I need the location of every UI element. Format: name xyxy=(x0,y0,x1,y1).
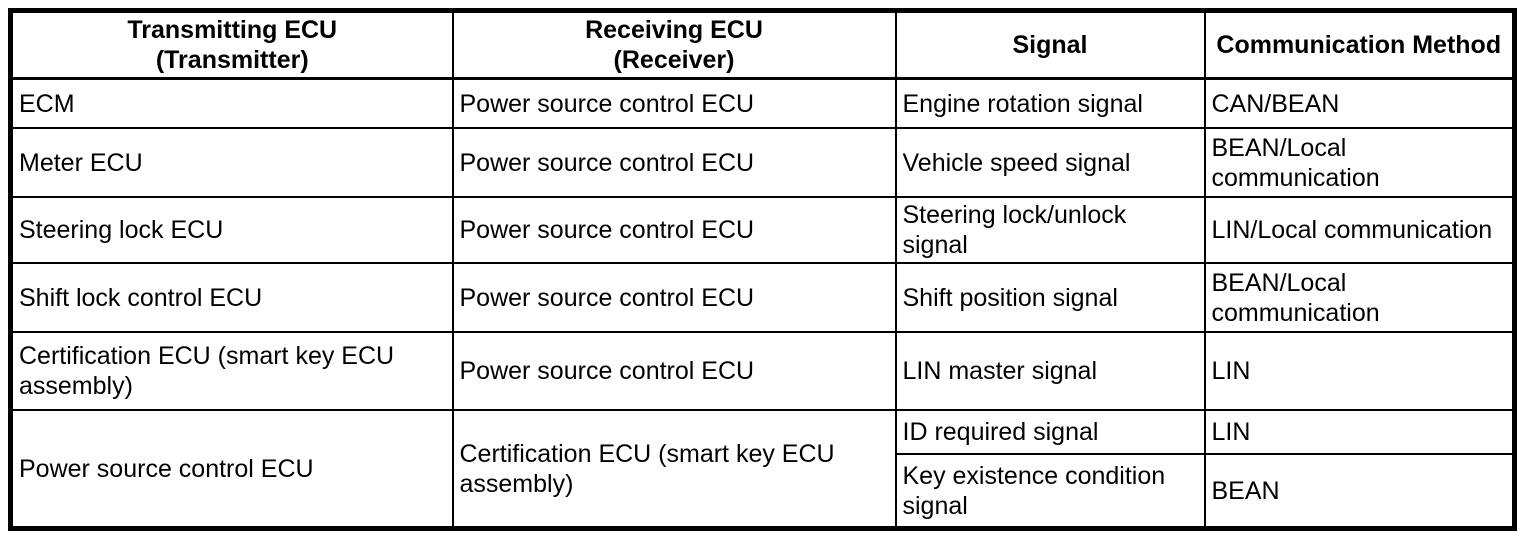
table-row-meter-ecu: Meter ECU Power source control ECU Vehic… xyxy=(9,127,1516,198)
cell-transmitter: Shift lock control ECU xyxy=(9,262,454,333)
header-row: Transmitting ECU (Transmitter) Receiving… xyxy=(9,9,1516,80)
table-row-certification-ecu: Certification ECU (smart key ECU assembl… xyxy=(9,331,1516,411)
table-row-ecm: ECM Power source control ECU Engine rota… xyxy=(9,77,1516,129)
table-row-power-source-control-ecu-sub1: Power source control ECU Certification E… xyxy=(9,409,1516,530)
cell-transmitter: ECM xyxy=(9,77,454,129)
cell-receiver: Power source control ECU xyxy=(451,262,897,333)
cell-signal: ID required signal xyxy=(894,409,1206,455)
cell-method: BEAN xyxy=(1203,453,1516,530)
cell-transmitter: Steering lock ECU xyxy=(9,196,454,264)
cell-signal: LIN master signal xyxy=(894,331,1206,411)
cell-receiver: Power source control ECU xyxy=(451,331,897,411)
cell-signal: Key existence condition signal xyxy=(894,453,1206,530)
header-communication-method: Communication Method xyxy=(1203,9,1516,80)
cell-receiver: Certification ECU (smart key ECU assembl… xyxy=(451,409,897,530)
table-row-steering-lock-ecu: Steering lock ECU Power source control E… xyxy=(9,196,1516,264)
cell-signal: Vehicle speed signal xyxy=(894,127,1206,198)
cell-transmitter: Power source control ECU xyxy=(9,409,454,530)
cell-signal: Engine rotation signal xyxy=(894,77,1206,129)
cell-receiver: Power source control ECU xyxy=(451,196,897,264)
header-receiving-ecu: Receiving ECU (Receiver) xyxy=(451,9,897,80)
cell-method: LIN xyxy=(1203,409,1516,455)
cell-signal: Steering lock/unlock signal xyxy=(894,196,1206,264)
cell-method: LIN xyxy=(1203,331,1516,411)
cell-method: CAN/BEAN xyxy=(1203,77,1516,129)
cell-transmitter: Certification ECU (smart key ECU assembl… xyxy=(9,331,454,411)
header-signal: Signal xyxy=(894,9,1206,80)
cell-method: BEAN/Local communication xyxy=(1203,127,1516,198)
header-transmitting-ecu: Transmitting ECU (Transmitter) xyxy=(9,9,454,80)
cell-method: LIN/Local communication xyxy=(1203,196,1516,264)
cell-signal: Shift position signal xyxy=(894,262,1206,333)
cell-method: BEAN/Local communication xyxy=(1203,262,1516,333)
ecu-communication-table: Transmitting ECU (Transmitter) Receiving… xyxy=(8,8,1517,531)
table-row-shift-lock-control-ecu: Shift lock control ECU Power source cont… xyxy=(9,262,1516,333)
cell-receiver: Power source control ECU xyxy=(451,77,897,129)
cell-transmitter: Meter ECU xyxy=(9,127,454,198)
cell-receiver: Power source control ECU xyxy=(451,127,897,198)
